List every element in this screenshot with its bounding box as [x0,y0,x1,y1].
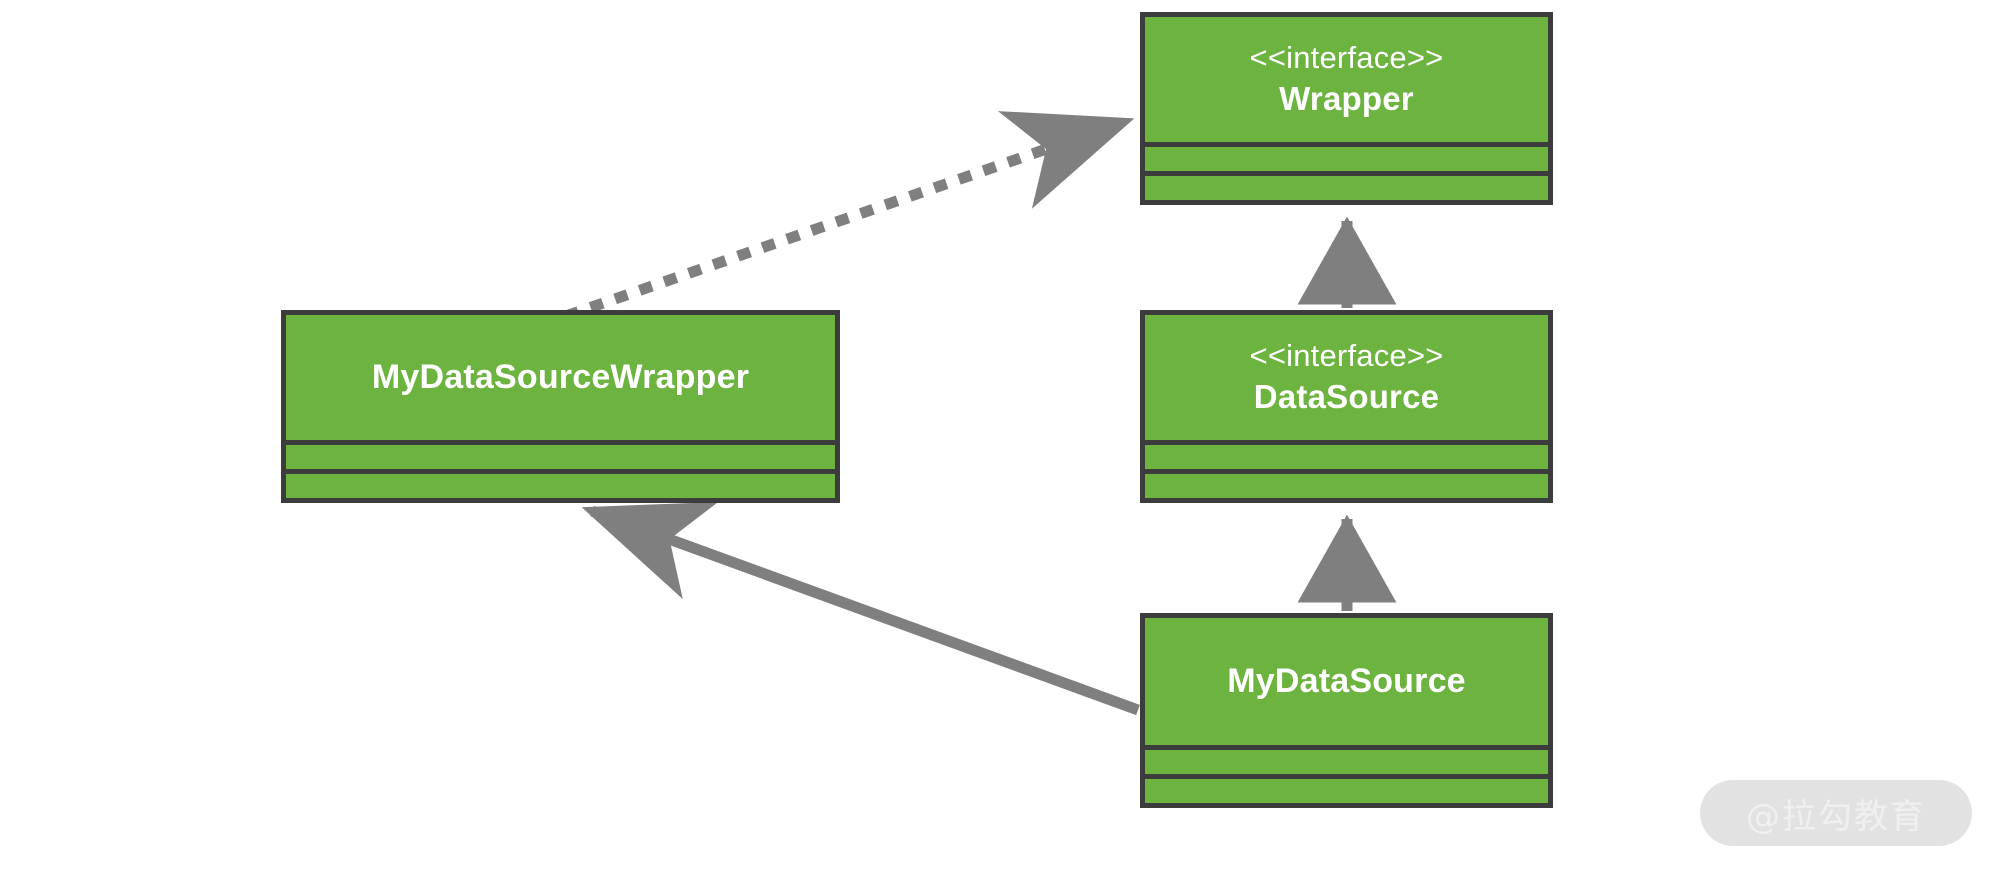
class-stereotype-data-source: <<interface>> [1249,337,1444,373]
watermark-badge: @拉勾教育 [1700,780,1972,846]
compartment-divider [1145,142,1548,147]
class-box-data-source[interactable]: <<interface>> DataSource [1140,310,1553,503]
class-operations-compartment-my-data-source-wrapper [286,474,835,498]
class-attributes-compartment-my-data-source-wrapper [286,445,835,469]
compartment-divider [286,469,835,474]
class-name-compartment-data-source: <<interface>> DataSource [1145,315,1548,440]
class-attributes-compartment-wrapper [1145,147,1548,171]
edge-associate-wrapper [581,501,1140,716]
watermark-text: @拉勾教育 [1746,796,1926,837]
class-attributes-compartment-data-source [1145,445,1548,469]
class-stereotype-wrapper: <<interface>> [1249,39,1444,75]
class-name-compartment-my-data-source: MyDataSource [1145,618,1548,745]
compartment-divider [1145,469,1548,474]
compartment-divider [1145,745,1548,750]
class-title-wrapper: Wrapper [1279,80,1414,118]
class-box-wrapper[interactable]: <<interface>> Wrapper [1140,12,1553,205]
class-name-compartment-wrapper: <<interface>> Wrapper [1145,17,1548,142]
compartment-divider [1145,440,1548,445]
compartment-divider [1145,171,1548,176]
compartment-divider [1145,774,1548,779]
class-box-my-data-source-wrapper[interactable]: MyDataSourceWrapper [281,310,840,503]
compartment-divider [286,440,835,445]
class-operations-compartment-wrapper [1145,176,1548,200]
class-operations-compartment-data-source [1145,474,1548,498]
class-box-my-data-source[interactable]: MyDataSource [1140,613,1553,808]
class-attributes-compartment-my-data-source [1145,750,1548,774]
class-title-data-source: DataSource [1253,378,1440,416]
class-title-my-data-source-wrapper: MyDataSourceWrapper [371,358,750,397]
class-title-my-data-source: MyDataSource [1227,662,1466,701]
edge-realize-wrapper [564,111,1135,322]
class-name-compartment-my-data-source-wrapper: MyDataSourceWrapper [286,315,835,440]
class-operations-compartment-my-data-source [1145,779,1548,803]
